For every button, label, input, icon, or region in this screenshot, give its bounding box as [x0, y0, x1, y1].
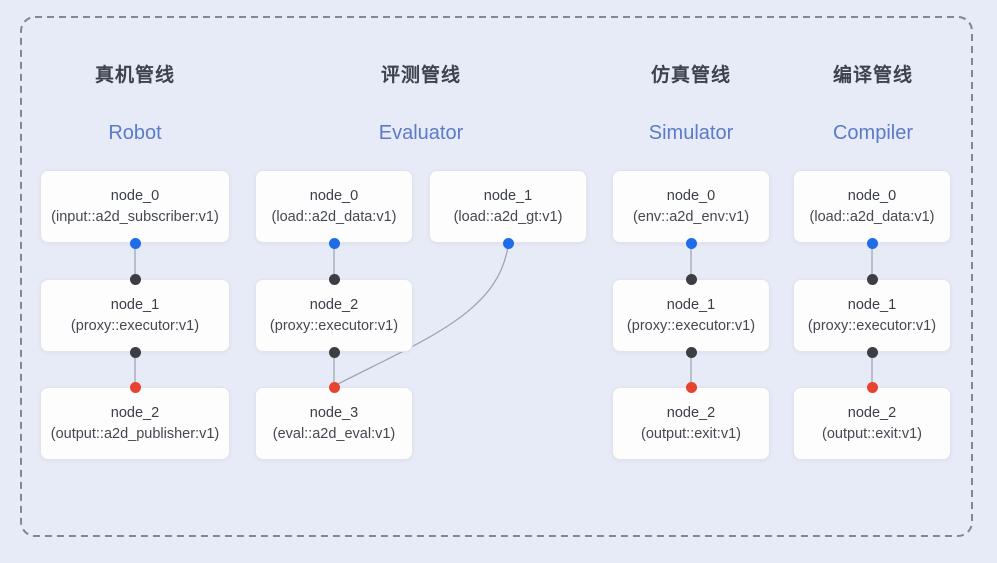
node-type: (env::a2d_env:v1) [632, 209, 750, 225]
port-dot-blue-icon [685, 237, 697, 249]
node-box-robot-node1: node_1 (proxy::executor:v1) [40, 279, 230, 352]
node-type: (eval::a2d_eval:v1) [272, 426, 396, 442]
port-dot-black-icon [129, 273, 141, 285]
node-type: (proxy::executor:v1) [626, 318, 756, 334]
node-type: (load::a2d_data:v1) [271, 209, 397, 225]
node-box-simulator-node1: node_1 (proxy::executor:v1) [612, 279, 770, 352]
node-name: node_2 [309, 297, 359, 313]
node-type: (input::a2d_subscriber:v1) [51, 209, 219, 225]
node-type: (output::exit:v1) [641, 426, 741, 442]
pipeline-title-en-simulator: Simulator [648, 122, 734, 144]
node-type: (proxy::executor:v1) [807, 318, 937, 334]
node-name: node_1 [847, 297, 897, 313]
port-dot-red-icon [866, 381, 878, 393]
node-name: node_1 [110, 297, 160, 313]
node-type: (output::a2d_publisher:v1) [50, 426, 220, 442]
node-name: node_0 [110, 188, 160, 204]
port-dot-red-icon [129, 381, 141, 393]
node-box-simulator-node2: node_2 (output::exit:v1) [612, 387, 770, 460]
node-name: node_0 [666, 188, 716, 204]
node-name: node_0 [847, 188, 897, 204]
node-name: node_1 [483, 188, 533, 204]
node-box-evaluator-node1: node_1 (load::a2d_gt:v1) [429, 170, 587, 243]
port-dot-red-icon [328, 381, 340, 393]
node-name: node_0 [309, 188, 359, 204]
node-box-robot-node0: node_0 (input::a2d_subscriber:v1) [40, 170, 230, 243]
pipeline-title-cn-evaluator: 评测管线 [380, 65, 461, 86]
node-box-evaluator-node2: node_2 (proxy::executor:v1) [255, 279, 413, 352]
pipeline-title-en-robot: Robot [108, 122, 162, 144]
node-type: (proxy::executor:v1) [70, 318, 200, 334]
edge-eval-1-3-curved [335, 245, 509, 386]
pipeline-title-cn-robot: 真机管线 [94, 65, 175, 86]
node-box-compiler-node1: node_1 (proxy::executor:v1) [793, 279, 951, 352]
port-dot-blue-icon [328, 237, 340, 249]
node-name: node_1 [666, 297, 716, 313]
port-dot-black-icon [129, 346, 141, 358]
pipeline-title-cn-compiler: 编译管线 [832, 65, 913, 86]
port-dot-blue-icon [866, 237, 878, 249]
port-dot-black-icon [328, 346, 340, 358]
node-type: (load::a2d_gt:v1) [453, 209, 563, 225]
node-box-compiler-node2: node_2 (output::exit:v1) [793, 387, 951, 460]
port-dot-red-icon [685, 381, 697, 393]
node-name: node_3 [309, 405, 359, 421]
node-box-evaluator-node0: node_0 (load::a2d_data:v1) [255, 170, 413, 243]
dashed-frame-border [20, 16, 973, 537]
node-box-simulator-node0: node_0 (env::a2d_env:v1) [612, 170, 770, 243]
port-dot-black-icon [866, 346, 878, 358]
port-dot-blue-icon [502, 237, 514, 249]
port-dot-black-icon [685, 273, 697, 285]
node-name: node_2 [666, 405, 716, 421]
node-name: node_2 [847, 405, 897, 421]
port-dot-black-icon [866, 273, 878, 285]
port-dot-black-icon [685, 346, 697, 358]
pipeline-title-cn-simulator: 仿真管线 [650, 65, 731, 86]
node-type: (output::exit:v1) [822, 426, 922, 442]
port-dot-black-icon [328, 273, 340, 285]
node-type: (load::a2d_data:v1) [809, 209, 935, 225]
node-box-robot-node2: node_2 (output::a2d_publisher:v1) [40, 387, 230, 460]
pipeline-title-en-compiler: Compiler [832, 122, 914, 144]
node-name: node_2 [110, 405, 160, 421]
pipeline-title-en-evaluator: Evaluator [378, 122, 464, 144]
node-box-evaluator-node3: node_3 (eval::a2d_eval:v1) [255, 387, 413, 460]
node-box-compiler-node0: node_0 (load::a2d_data:v1) [793, 170, 951, 243]
port-dot-blue-icon [129, 237, 141, 249]
node-type: (proxy::executor:v1) [269, 318, 399, 334]
